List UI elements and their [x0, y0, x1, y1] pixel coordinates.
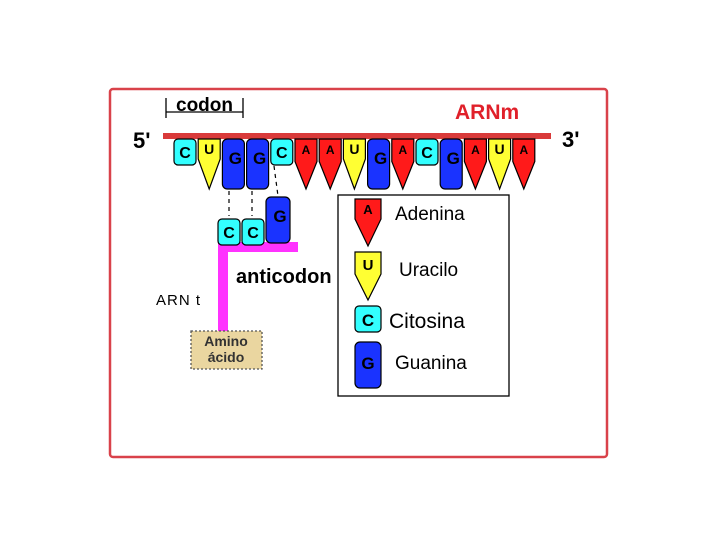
svg-text:C: C	[362, 311, 374, 330]
legend-item-cytosine: C Citosina	[354, 305, 465, 333]
svg-text:U: U	[349, 141, 359, 157]
legend-swatch-guanine	[354, 341, 382, 389]
mrna-base-adenine-7: A	[318, 138, 342, 191]
mrna-backbone	[163, 133, 551, 139]
svg-text:G: G	[374, 149, 387, 168]
amino-acid-box	[190, 330, 263, 370]
legend-swatch-cytosine	[354, 305, 382, 333]
svg-text:C: C	[247, 225, 259, 242]
mrna-base-uracil-8: U	[342, 138, 366, 191]
pairing-line-3	[273, 165, 279, 197]
svg-text:C: C	[421, 145, 433, 162]
mrna-base-adenine-10: A	[391, 138, 415, 191]
svg-text:U: U	[495, 141, 505, 157]
svg-text:G: G	[253, 149, 266, 168]
legend-swatch-uracil	[354, 251, 382, 302]
mrna-base-uracil-2: U	[197, 138, 221, 191]
trna-horizontal	[218, 242, 298, 252]
mrna-base-guanine-12: G	[439, 138, 463, 190]
legend-item-uracil: U Uracilo	[354, 251, 458, 302]
mrna-base-guanine-4: G	[246, 138, 270, 190]
mrna-base-adenine-15: A	[512, 138, 536, 191]
mrna-base-cytosine-5: C	[270, 138, 294, 166]
mrna-base-guanine-3: G	[221, 138, 245, 190]
mrna-label: ARNm	[455, 101, 519, 124]
svg-text:G: G	[273, 207, 286, 226]
amino-acid-line2: ácido	[208, 349, 245, 365]
svg-text:U: U	[204, 141, 214, 157]
svg-text:A: A	[363, 202, 373, 217]
anticodon-base-guanine-3: G	[265, 196, 291, 244]
svg-text:A: A	[519, 143, 528, 157]
five-prime-label: 5'	[133, 128, 150, 153]
svg-text:A: A	[471, 143, 480, 157]
trna-vertical	[218, 242, 228, 332]
svg-text:A: A	[302, 143, 311, 157]
anticodon-base-cytosine-1: C	[217, 218, 241, 246]
svg-text:G: G	[229, 149, 242, 168]
trna-label: ARN t	[156, 292, 201, 309]
legend-label-uracil: Uracilo	[399, 260, 458, 281]
svg-text:A: A	[326, 143, 335, 157]
svg-text:A: A	[398, 143, 407, 157]
svg-text:G: G	[447, 149, 460, 168]
mrna-base-adenine-13: A	[463, 138, 487, 191]
amino-acid-line1: Amino	[204, 333, 248, 349]
three-prime-label: 3'	[562, 127, 579, 152]
svg-text:C: C	[223, 225, 235, 242]
legend-swatch-adenine	[354, 198, 382, 248]
svg-text:G: G	[361, 354, 374, 373]
mrna-base-guanine-9: G	[367, 138, 391, 190]
anticodon-label: anticodon	[236, 266, 332, 288]
svg-text:U: U	[363, 257, 374, 274]
legend-label-guanine: Guanina	[395, 353, 467, 374]
svg-text:C: C	[179, 145, 191, 162]
mrna-base-adenine-6: A	[294, 138, 318, 191]
mrna-base-cytosine-1: C	[173, 138, 197, 166]
legend-item-adenine: A Adenina	[354, 198, 465, 248]
codon-label: codon	[176, 95, 233, 116]
svg-text:C: C	[276, 145, 288, 162]
mrna-base-cytosine-11: C	[415, 138, 439, 166]
legend-item-guanine: G Guanina	[354, 341, 467, 389]
anticodon-base-cytosine-2: C	[241, 218, 265, 246]
legend-label-cytosine: Citosina	[389, 310, 465, 333]
mrna-base-uracil-14: U	[488, 138, 512, 191]
legend-label-adenine: Adenina	[395, 204, 465, 225]
